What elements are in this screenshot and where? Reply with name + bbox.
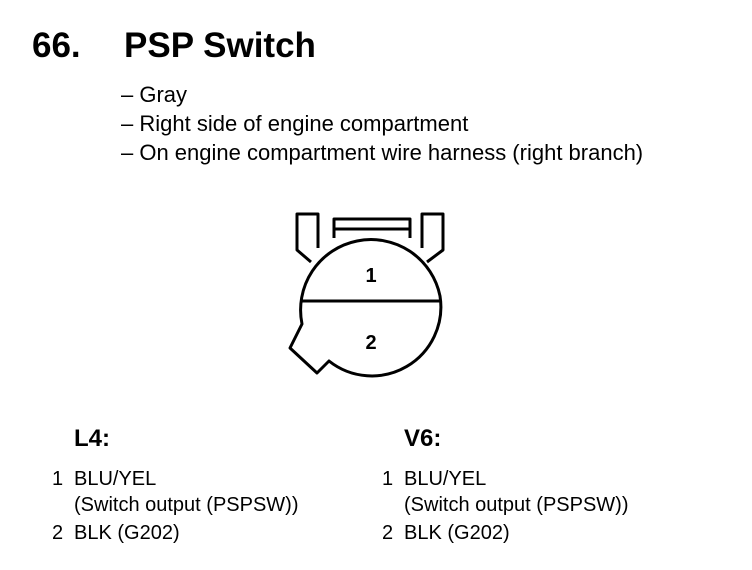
pin-number: 1 [52,468,64,490]
terminal-2-label: 2 [365,332,376,354]
terminal-1-label: 1 [365,265,376,287]
section-number: 66. [32,26,81,65]
pin-number: 2 [52,522,64,544]
connector-right-latch [420,212,445,264]
variant-heading: L4: [74,425,110,452]
pin-description: (Switch output (PSPSW)) [74,494,299,516]
pin-wire: BLK (G202) [404,522,510,544]
pin-description: (Switch output (PSPSW)) [404,494,629,516]
info-location: – Right side of engine compartment [121,111,469,136]
connector-left-latch [295,212,320,264]
info-color: – Gray [121,82,188,107]
variant-heading: V6: [404,425,442,452]
component-title: PSP Switch [124,26,316,65]
pin-wire: BLK (G202) [74,522,180,544]
pin-wire: BLU/YEL [404,468,487,490]
pin-number: 1 [382,468,394,490]
pin-wire: BLU/YEL [74,468,157,490]
pin-number: 2 [382,522,394,544]
info-harness: – On engine compartment wire harness (ri… [121,140,644,165]
connector-top-tab [332,217,412,238]
connector-body [288,238,443,378]
component-info: – Gray – Right side of engine compartmen… [121,80,643,167]
